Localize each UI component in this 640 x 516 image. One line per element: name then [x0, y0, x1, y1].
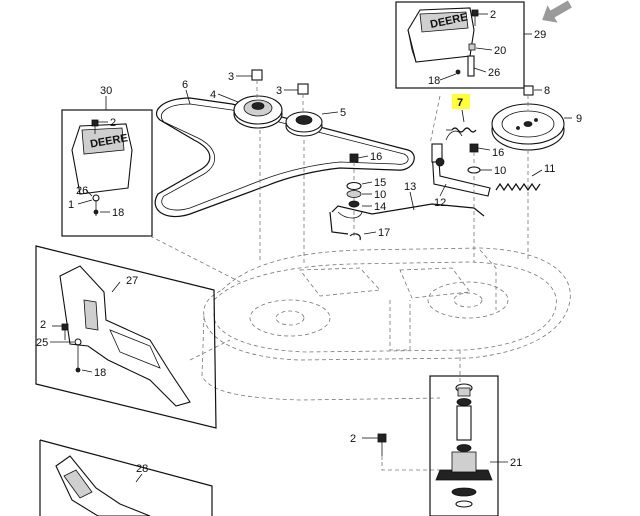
detail-box-21 [429, 375, 499, 516]
spring-7 [446, 127, 477, 133]
callout-3a[interactable]: 3 [228, 71, 234, 83]
callout-29[interactable]: 29 [534, 29, 546, 41]
callout-3b[interactable]: 3 [276, 85, 282, 97]
callout-10b[interactable]: 10 [494, 165, 506, 177]
spring-11 [495, 182, 541, 192]
callout-26-top[interactable]: 26 [488, 67, 500, 79]
callout-16b[interactable]: 16 [492, 147, 504, 159]
idler-arm-12 [431, 130, 491, 197]
callout-26-left[interactable]: 26 [76, 185, 88, 197]
callout-11[interactable]: 11 [544, 163, 555, 175]
callout-1[interactable]: 1 [68, 199, 74, 211]
bolt-2-bottom [377, 433, 387, 456]
callout-18-27[interactable]: 18 [94, 367, 106, 379]
pulley-4 [233, 69, 283, 129]
callout-18-top[interactable]: 18 [428, 75, 440, 87]
nav-arrow-icon[interactable] [537, 0, 575, 29]
callout-17[interactable]: 17 [378, 227, 390, 239]
callout-27[interactable]: 27 [126, 275, 138, 287]
callout-5[interactable]: 5 [340, 107, 346, 119]
callout-30[interactable]: 30 [100, 85, 112, 97]
callout-20[interactable]: 20 [494, 45, 506, 57]
detail-box-27 [35, 245, 217, 429]
detail-box-28 [39, 439, 213, 516]
callout-2-bottom[interactable]: 2 [350, 433, 356, 445]
clip-17 [349, 233, 361, 241]
highlight-marker [452, 94, 470, 109]
callout-14[interactable]: 14 [374, 201, 386, 213]
hardware-stack [346, 153, 362, 238]
callout-10a[interactable]: 10 [374, 189, 386, 201]
pulley-9 [491, 85, 565, 151]
callout-4[interactable]: 4 [210, 89, 216, 101]
callout-13[interactable]: 13 [404, 181, 416, 193]
callout-2-top[interactable]: 2 [490, 9, 496, 21]
callout-21[interactable]: 21 [510, 457, 522, 469]
mower-deck [149, 95, 571, 471]
callout-12[interactable]: 12 [434, 197, 446, 209]
detail-box-30: DEERE [61, 109, 153, 237]
detail-box-29: DEERE [395, 1, 525, 89]
callout-6[interactable]: 6 [182, 79, 188, 91]
callout-8[interactable]: 8 [544, 85, 550, 97]
callout-28[interactable]: 28 [136, 463, 148, 475]
pulley-5 [285, 83, 323, 137]
callout-25[interactable]: 25 [36, 337, 48, 349]
callout-16a[interactable]: 16 [370, 151, 382, 163]
callout-7[interactable]: 7 [457, 97, 463, 109]
callout-15[interactable]: 15 [374, 177, 386, 189]
callout-2-27[interactable]: 2 [40, 319, 46, 331]
rod-13 [329, 203, 485, 235]
callout-18-left[interactable]: 18 [112, 207, 124, 219]
callout-2-left[interactable]: 2 [110, 117, 116, 129]
callout-9[interactable]: 9 [576, 113, 582, 125]
